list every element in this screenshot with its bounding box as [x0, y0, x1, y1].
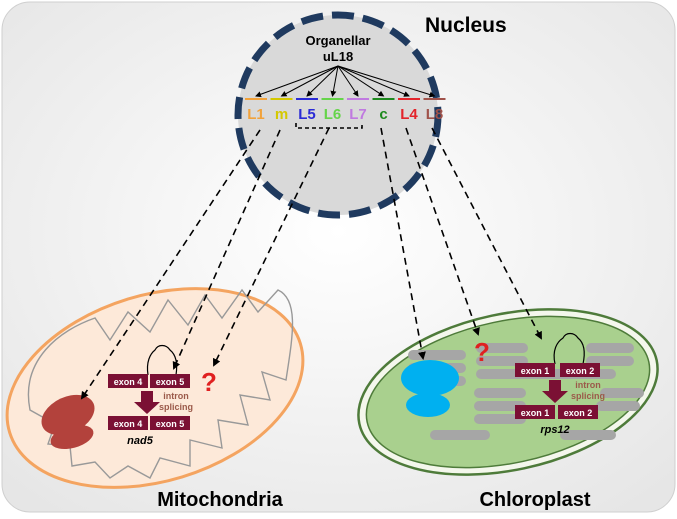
targeting-arrows [80, 127, 542, 400]
mitochondria-title: Mitochondria [157, 489, 283, 511]
protein-name-line1: Organellar [305, 33, 370, 48]
paralog-label: m [275, 106, 288, 123]
paralog-label: L5 [298, 106, 316, 123]
mito-spliced-exon5-box [150, 416, 190, 430]
mito-ribosome-small [50, 424, 94, 450]
protein-to-paralog-arrow [280, 65, 339, 97]
protein-to-paralog-arrow [306, 65, 339, 97]
mito-spliced-exon5-label: exon 5 [156, 419, 185, 429]
paralog-label: L7 [349, 106, 367, 123]
chloro-splicing-label-2: splicing [571, 391, 605, 401]
protein-to-paralog-arrow [330, 65, 339, 97]
chloro-spliced-exon2-box [558, 405, 598, 419]
chloro-unknown-mark: ? [474, 337, 490, 367]
arrow-c-to-chloro-ribosome [380, 127, 426, 360]
mito-splicing-label-1: intron [163, 391, 189, 401]
mito-exon4-label: exon 4 [114, 377, 143, 387]
protein-to-paralog-arrow [337, 65, 359, 97]
chloro-exon2-label: exon 2 [566, 366, 595, 376]
chloro-intron-lariat [553, 332, 585, 365]
chloroplast-title: Chloroplast [479, 489, 590, 511]
chloro-spliced-exon1-label: exon 1 [521, 408, 550, 418]
chloro-ribosome-small [406, 393, 450, 417]
chloro-ribosome-large [401, 360, 459, 396]
arrow-m-to-mito-intron [172, 129, 281, 370]
arrow-L8-to-chloro-intron [431, 127, 542, 340]
protein-to-paralog-arrow [337, 65, 436, 98]
nucleus-title: Nucleus [425, 14, 507, 37]
mito-exon5-box [150, 374, 190, 388]
mito-cristae [27, 288, 294, 479]
protein-to-paralog-arrow [255, 65, 339, 98]
chloro-gene-name: rps12 [540, 424, 569, 436]
protein-name-line2: uL18 [323, 49, 353, 64]
chloro-spliced-exon1-box [515, 405, 555, 419]
paralog-label: L6 [324, 106, 342, 123]
chloro-exon1-label: exon 1 [521, 366, 550, 376]
chloro-splicing-arrow [542, 380, 568, 403]
arrow-L1-to-mito-ribosome [80, 129, 261, 400]
mito-spliced-exon4-box [108, 416, 148, 430]
mito-exon5-label: exon 5 [156, 377, 185, 387]
mito-spliced-exon4-label: exon 4 [114, 419, 143, 429]
mito-splicing-arrow [134, 391, 160, 414]
protein-to-paralog-arrows [255, 65, 436, 98]
mito-gene-name: nad5 [127, 435, 154, 447]
arrow-L5L7-to-mito-unknown [213, 127, 330, 367]
paralog-label: L4 [400, 106, 418, 123]
paralog-label: c [379, 106, 387, 123]
chloroplast: exon 1 exon 2 intron splicing exon 1 exo… [357, 308, 659, 511]
mito-exon4-box [108, 374, 148, 388]
paralog-label: L8 [426, 106, 444, 123]
chloro-exon1-box [515, 363, 555, 377]
paralog-list: L1 m L5 L6 L7 c L4 L8 [245, 98, 446, 123]
paralog-label: L1 [247, 106, 265, 123]
mito-unknown-mark: ? [201, 367, 217, 397]
arrow-L4-to-chloro-unknown [405, 127, 480, 336]
mito-splicing-label-2: splicing [159, 402, 193, 412]
mitochondrion: exon 4 exon 5 intron splicing exon 4 exo… [5, 287, 305, 511]
chloro-exon2-box [560, 363, 600, 377]
protein-to-paralog-arrow [337, 65, 410, 97]
mito-intron-lariat [146, 344, 178, 376]
protein-to-paralog-arrow [337, 65, 385, 97]
chloro-splicing-label-1: intron [575, 380, 601, 390]
chloro-spliced-exon2-label: exon 2 [564, 408, 593, 418]
